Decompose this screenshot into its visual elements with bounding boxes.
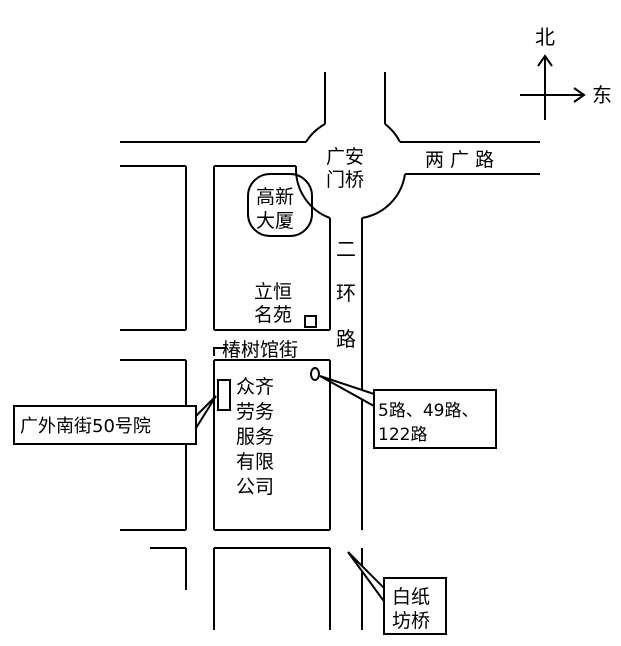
liangguang-road-label: 两 广 路 [425,149,494,171]
liheng-mingyuan-marker [304,315,317,328]
roundabout-ne-arc [384,123,401,143]
baizhifang-callout-pointer [347,551,387,608]
guanganmen-bridge-label-line1: 广安 [326,146,364,168]
zhongqi-label-line3: 服务 [236,426,274,448]
zhongqi-label-line1: 众齐 [236,376,274,398]
zhongqi-label-line5: 公司 [236,476,274,498]
bus-routes-line2: 122路 [378,425,427,445]
bus-stop-marker [310,367,320,381]
compass-north-arrow-icon [537,54,553,67]
compass-east-arrow-icon [573,87,586,103]
roundabout-se-arc [361,173,406,219]
baizhifang-label-line1: 白纸 [392,586,430,608]
bus-callout-box [373,389,497,449]
bus-routes-line1: 5路、49路、 [378,401,478,421]
roundabout-nw-arc [305,123,326,143]
second-ring-road-label-char3: 路 [336,327,356,351]
chunshuguan-street-label: 椿树馆街 [222,339,298,361]
compass-north-label: 北 [535,25,555,49]
gaoxin-tower-frame [247,173,313,237]
address-callout-pointer [195,395,217,432]
baizhifang-callout-box [383,577,447,635]
address-callout-label: 广外南街50号院 [20,416,151,437]
zhongqi-label-line4: 有限 [236,451,274,473]
second-ring-road-label-char2: 环 [336,281,356,305]
roundabout-sw-arc [295,169,331,219]
gaoxin-tower-label-line2: 大厦 [256,210,294,232]
gaoxin-tower-label-line1: 高新 [256,186,294,208]
liheng-mingyuan-label-line2: 名苑 [254,304,292,326]
zhongqi-building-marker [217,379,231,411]
guanganmen-bridge-label-line2: 门桥 [326,169,364,191]
bus-callout-pointer [319,375,375,408]
second-ring-road-label-char1: 二 [336,237,356,261]
baizhifang-label-line2: 坊桥 [392,610,430,632]
chunshuguan-pointer [213,347,226,356]
zhongqi-label-line2: 劳务 [236,401,274,423]
compass-east-label: 东 [592,83,612,107]
liheng-mingyuan-label-line1: 立恒 [254,281,292,303]
